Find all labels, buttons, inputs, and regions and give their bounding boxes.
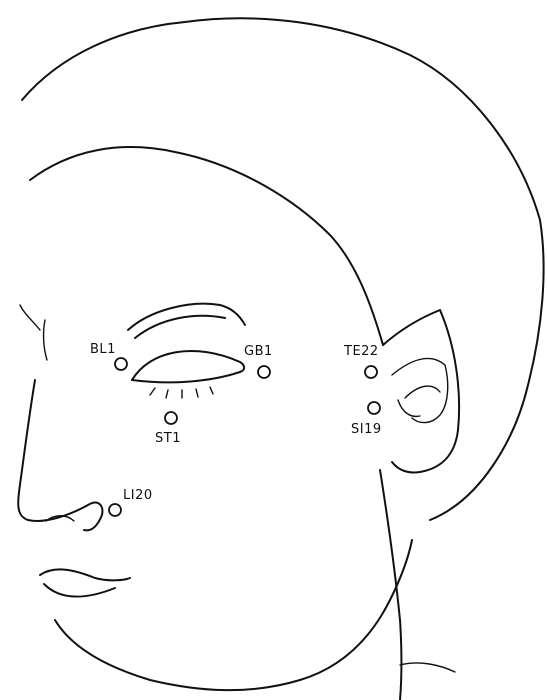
ear-inner xyxy=(392,358,448,422)
point-label-st1: ST1 xyxy=(155,431,181,446)
neck-back xyxy=(400,663,455,672)
point-label-te22: TE22 xyxy=(343,344,379,359)
point-marker-gb1 xyxy=(258,366,270,378)
lower-lip xyxy=(44,584,115,597)
eyelashes xyxy=(150,387,213,398)
hairline-temple xyxy=(20,305,47,360)
jawline xyxy=(55,540,412,690)
point-label-gb1: GB1 xyxy=(244,344,273,359)
point-marker-si19 xyxy=(368,402,380,414)
face-profile xyxy=(18,380,102,530)
point-marker-li20 xyxy=(109,504,121,516)
point-marker-st1 xyxy=(165,412,177,424)
upper-lip xyxy=(40,569,130,580)
eye-lower-lid xyxy=(132,372,240,382)
point-label-si19: SI19 xyxy=(351,422,382,437)
point-label-li20: LI20 xyxy=(123,488,153,503)
acupoint-st1: ST1 xyxy=(155,412,181,446)
point-marker-te22 xyxy=(365,366,377,378)
acupoint-gb1: GB1 xyxy=(244,344,273,378)
acupoint-bl1: BL1 xyxy=(90,342,127,370)
point-label-bl1: BL1 xyxy=(90,342,116,357)
ear-lobe-line xyxy=(398,400,420,416)
point-marker-bl1 xyxy=(115,358,127,370)
neck-line xyxy=(380,470,402,700)
acupoint-li20: LI20 xyxy=(109,488,153,516)
acupoint-si19: SI19 xyxy=(351,402,382,437)
head-outline xyxy=(22,18,544,520)
acupoint-te22: TE22 xyxy=(343,344,379,378)
eyebrow xyxy=(128,304,245,338)
